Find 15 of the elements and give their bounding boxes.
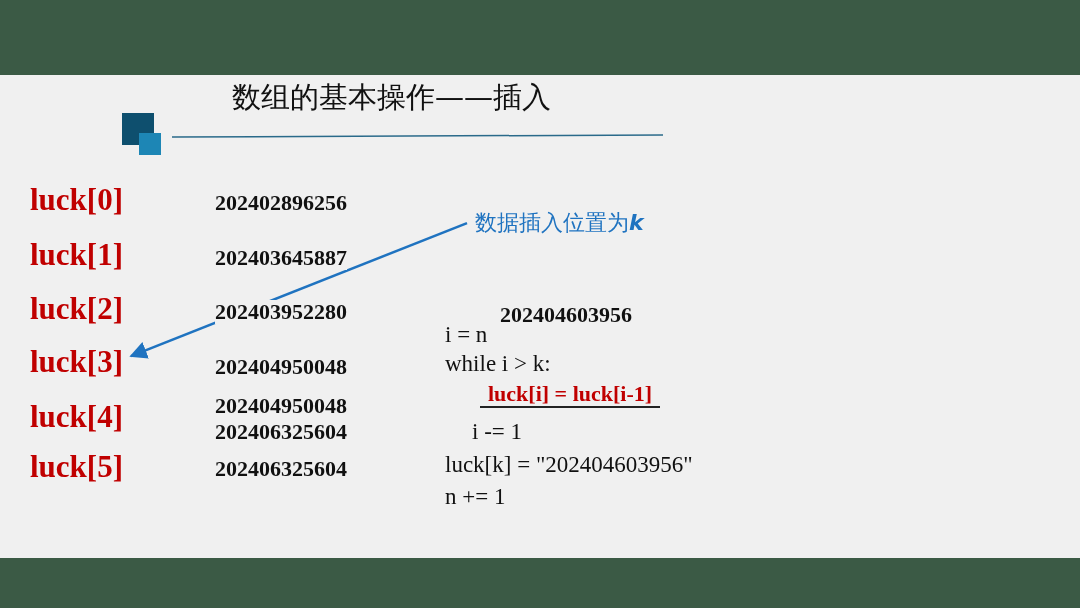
array-element-name: luck[2] [30, 292, 123, 327]
code-line: luck[k] = "202404603956" [445, 452, 693, 478]
slide-title: 数组的基本操作——插入 [232, 82, 551, 114]
code-line: i -= 1 [472, 419, 523, 445]
array-element-name: luck[0] [30, 183, 123, 218]
callout-text: 数据插入位置为k [475, 211, 644, 236]
code-line: while i > k: [445, 351, 551, 377]
array-element-name: luck[3] [30, 345, 123, 380]
fill-in-line: luck[i] = luck[i-1] [480, 382, 661, 409]
array-element-name: luck[1] [30, 238, 123, 273]
array-element-name: luck[5] [30, 450, 123, 485]
code-line: n += 1 [445, 484, 506, 510]
array-element-name: luck[4] [30, 400, 123, 435]
value-text: 202403952280 [215, 300, 347, 325]
code-line: i = n [445, 322, 488, 348]
